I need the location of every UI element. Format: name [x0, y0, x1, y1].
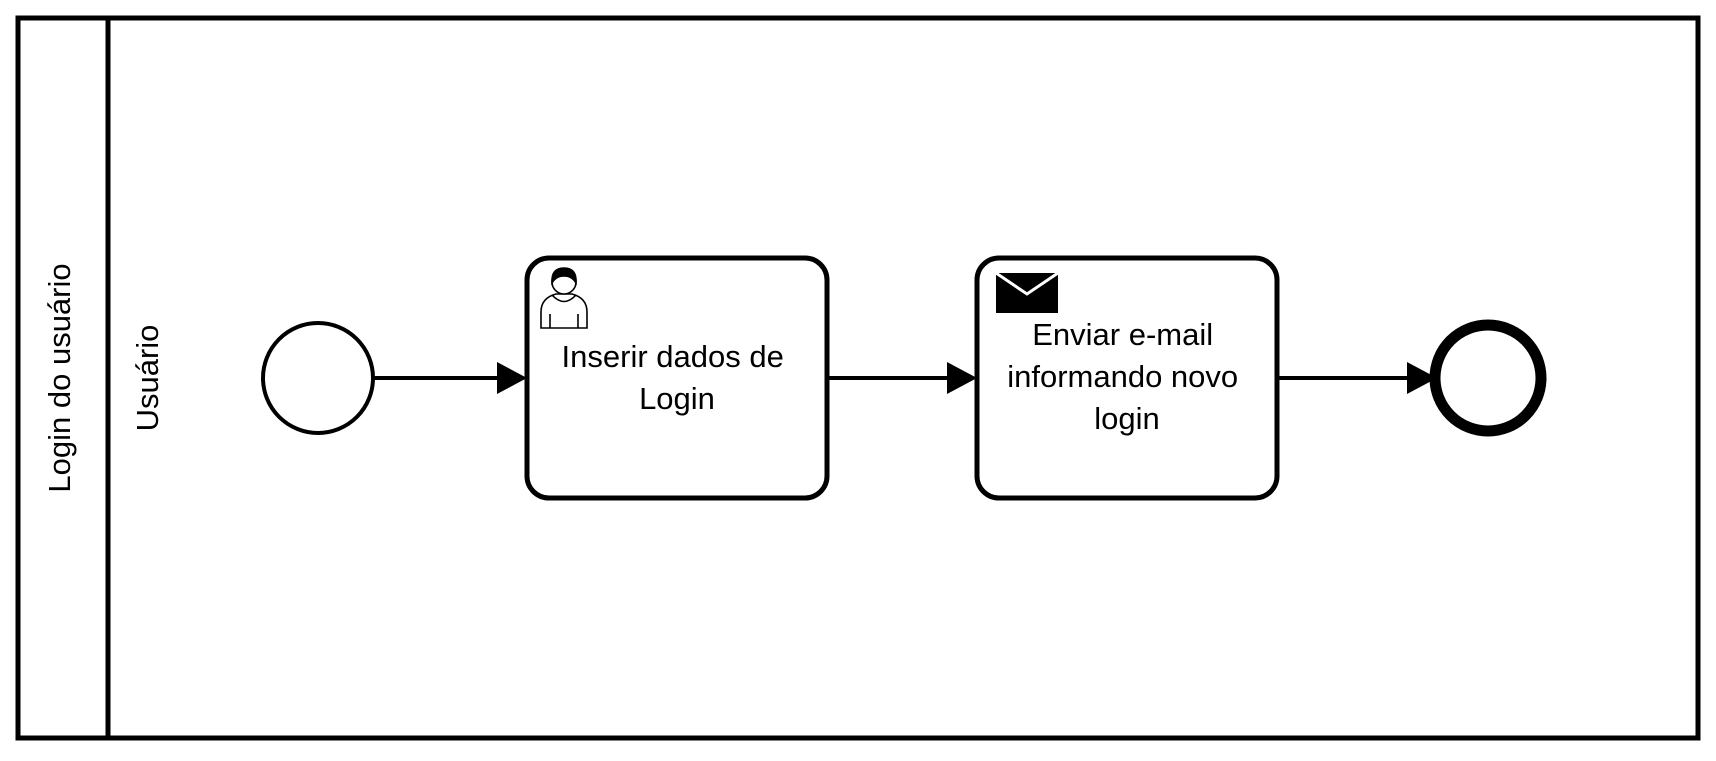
task-insert-login-label-line-2: Login: [639, 381, 715, 416]
task-send-email[interactable]: Enviar e-mail informando novo login: [974, 255, 1280, 501]
svg-text:Inserir dados de Login: Inserir dados de Login: [562, 339, 793, 416]
task-send-email-label-line-3: login: [1094, 401, 1160, 436]
sequence-flow-3[interactable]: [1277, 362, 1437, 394]
task-send-email-label-line-1: Enviar e-mail: [1032, 317, 1213, 352]
svg-text:Enviar e-mail informando: Enviar e-mail informando novo login: [1007, 317, 1247, 436]
end-event[interactable]: [1429, 319, 1547, 437]
pool-label: Login do usuário: [42, 263, 77, 492]
task-insert-login-label-line-1: Inserir dados de: [562, 339, 784, 374]
user-icon: [540, 267, 588, 329]
task-insert-login[interactable]: Inserir dados de Login: [524, 255, 830, 501]
task-send-email-label-line-2: informando novo: [1007, 359, 1238, 394]
start-event[interactable]: [261, 321, 375, 435]
envelope-icon: [995, 271, 1059, 313]
sequence-flow-2[interactable]: [827, 362, 977, 394]
lane-label: Usuário: [130, 325, 165, 432]
sequence-flow-1[interactable]: [373, 362, 527, 394]
